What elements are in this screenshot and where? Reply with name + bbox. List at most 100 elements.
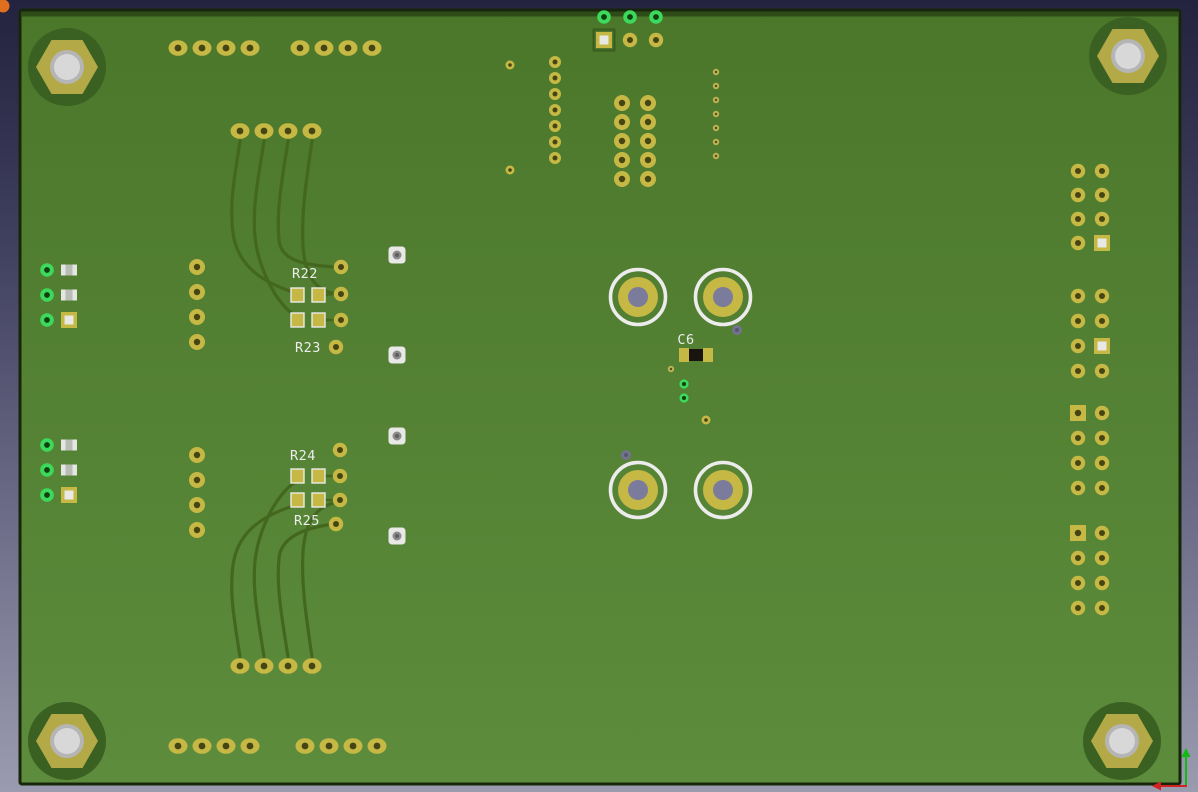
axis-orientation-icon — [1152, 748, 1191, 791]
green-plated-hole — [40, 463, 54, 477]
trace — [252, 139, 300, 320]
pad — [240, 40, 260, 56]
green-plated-hole — [679, 393, 689, 403]
pad — [1094, 313, 1110, 329]
pad — [1094, 430, 1110, 446]
pad — [302, 123, 322, 139]
via — [712, 138, 720, 146]
pad — [1094, 187, 1110, 203]
chip-component — [61, 464, 77, 476]
pad — [189, 522, 205, 538]
pad — [254, 658, 274, 674]
chip-component — [61, 264, 77, 276]
pad — [1070, 480, 1086, 496]
pad — [596, 32, 612, 48]
large-pad — [608, 267, 668, 327]
pad — [328, 339, 344, 355]
pad — [254, 123, 274, 139]
green-plated-hole — [40, 263, 54, 277]
pad — [1070, 455, 1086, 471]
chip-component — [61, 439, 77, 451]
pad — [549, 56, 561, 68]
green-plated-hole — [40, 288, 54, 302]
pad — [332, 468, 348, 484]
green-plated-hole — [679, 379, 689, 389]
pad — [640, 95, 656, 111]
trace — [301, 500, 339, 659]
pad — [1094, 575, 1110, 591]
pad — [549, 72, 561, 84]
large-pad — [693, 460, 753, 520]
pad — [319, 738, 339, 754]
chip-component — [61, 289, 77, 301]
pad — [367, 738, 387, 754]
pcb-board: R22 R23 R24 R25 C6 — [18, 8, 1182, 786]
pad — [189, 259, 205, 275]
pad — [1070, 600, 1086, 616]
copper-traces — [230, 139, 339, 659]
axis-y-arrowhead — [1181, 748, 1191, 757]
pad — [1070, 550, 1086, 566]
via — [712, 152, 720, 160]
pad — [1094, 405, 1110, 421]
via — [712, 96, 720, 104]
pad — [332, 492, 348, 508]
pad — [216, 40, 236, 56]
window-control-dot[interactable] — [0, 0, 10, 13]
pad — [549, 136, 561, 148]
pad — [1070, 525, 1086, 541]
green-plated-hole — [649, 10, 663, 24]
trace — [323, 292, 335, 297]
pad — [1070, 235, 1086, 251]
pad — [168, 738, 188, 754]
pad — [189, 472, 205, 488]
pad — [640, 133, 656, 149]
pad — [640, 152, 656, 168]
unplated-via — [621, 450, 631, 460]
pad — [343, 738, 363, 754]
pad — [189, 497, 205, 513]
pad — [230, 658, 250, 674]
pad — [1094, 480, 1110, 496]
silkscreen-label-r22: R22 — [292, 266, 318, 282]
pad — [278, 658, 298, 674]
pad — [216, 738, 236, 754]
pad — [1070, 288, 1086, 304]
pad — [333, 259, 349, 275]
trace — [252, 478, 300, 659]
pad — [614, 114, 630, 130]
pad — [278, 123, 298, 139]
connector-outline — [592, 28, 616, 52]
pad — [189, 309, 205, 325]
pad — [314, 40, 334, 56]
unplated-via — [732, 325, 742, 335]
pad — [622, 32, 638, 48]
test-point — [388, 346, 406, 364]
axis-x-arrowhead — [1152, 781, 1161, 791]
pad — [1070, 575, 1086, 591]
pad — [1070, 405, 1086, 421]
pad — [189, 284, 205, 300]
pad — [1070, 430, 1086, 446]
pad — [1094, 550, 1110, 566]
pad — [614, 171, 630, 187]
silkscreen-label-r23: R23 — [295, 340, 321, 356]
pad — [168, 40, 188, 56]
pad — [549, 104, 561, 116]
via — [505, 60, 515, 70]
pad — [1070, 211, 1086, 227]
pad — [333, 286, 349, 302]
large-pad — [608, 460, 668, 520]
pad — [1070, 163, 1086, 179]
pad — [1094, 363, 1110, 379]
pad — [362, 40, 382, 56]
green-plated-hole — [40, 313, 54, 327]
silkscreen-label-c6: C6 — [677, 332, 694, 348]
pad — [61, 312, 77, 328]
test-point — [388, 246, 406, 264]
board-substrate — [18, 8, 1182, 786]
green-plated-hole — [597, 10, 611, 24]
pad — [1094, 163, 1110, 179]
